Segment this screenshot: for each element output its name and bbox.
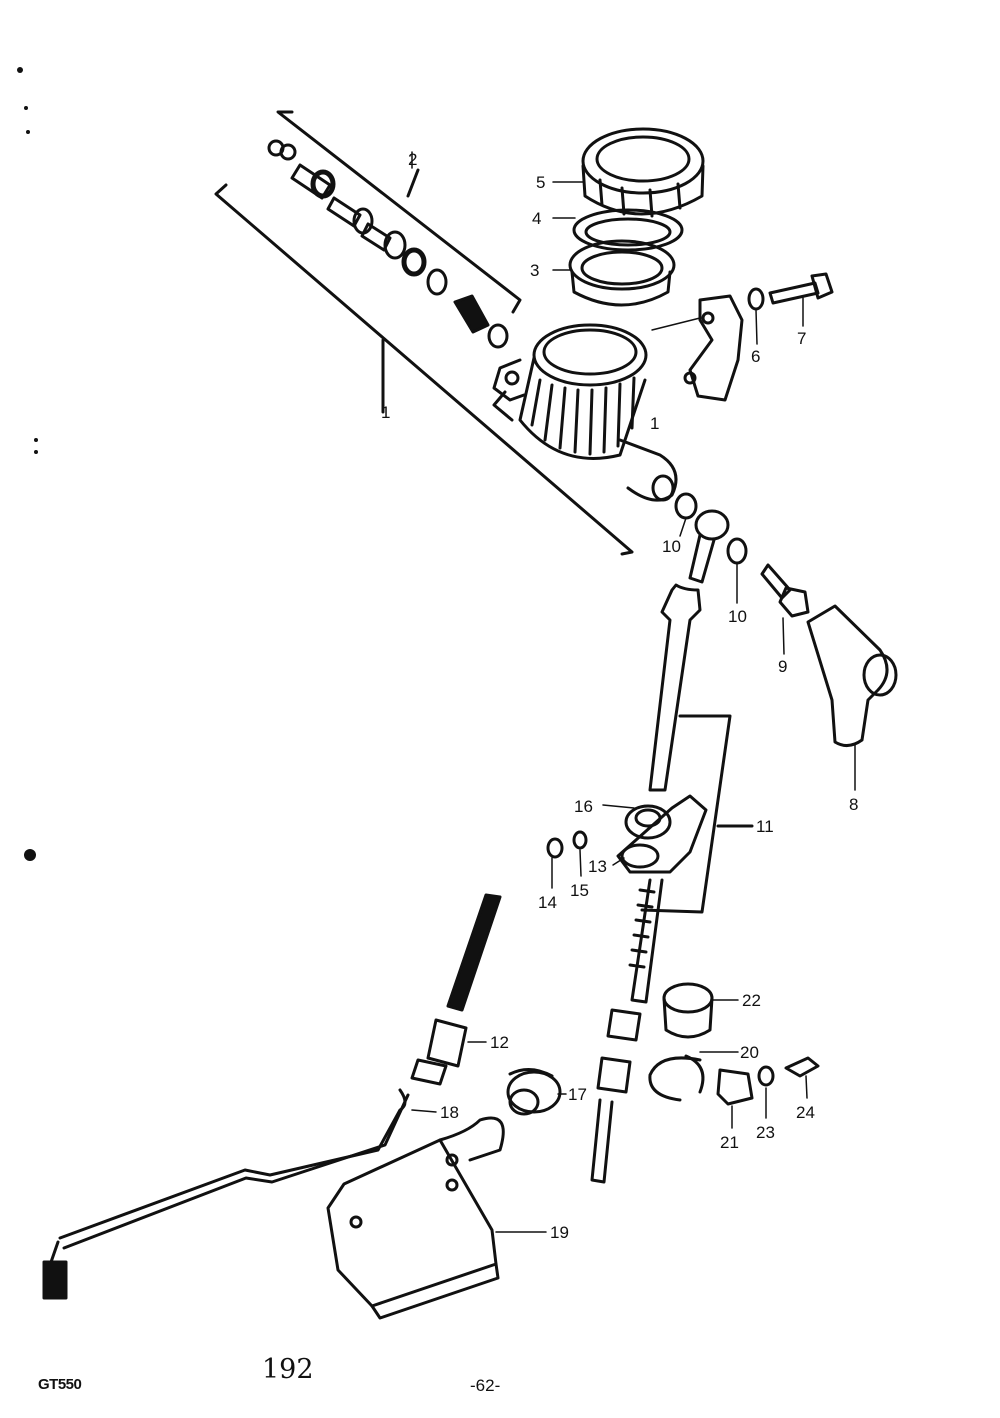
diaphragm-plate bbox=[572, 208, 684, 252]
clamp-washer-small bbox=[757, 1065, 775, 1087]
leader-lines bbox=[411, 151, 856, 1233]
reservoir-cap bbox=[581, 127, 705, 218]
callout-17: 17 bbox=[568, 1085, 587, 1104]
callout-24: 24 bbox=[796, 1103, 815, 1122]
clamp-washer bbox=[747, 287, 765, 311]
callout-16: 16 bbox=[574, 797, 593, 816]
callout-15: 15 bbox=[570, 881, 589, 900]
callout-23: 23 bbox=[756, 1123, 775, 1142]
brake-pipe bbox=[42, 1088, 410, 1300]
callout-9: 9 bbox=[778, 657, 787, 676]
callout-7: 7 bbox=[797, 329, 806, 348]
callout-1-cylinder: 1 bbox=[650, 414, 659, 433]
cushion bbox=[662, 982, 714, 1039]
callout-2: 2 bbox=[408, 150, 417, 169]
union-bolt bbox=[760, 563, 810, 618]
callout-4: 4 bbox=[532, 209, 541, 228]
hose-clamp bbox=[648, 1054, 705, 1102]
callout-1-bracket: 1 bbox=[381, 403, 390, 422]
callout-11: 11 bbox=[756, 817, 774, 836]
callout-12: 12 bbox=[490, 1033, 509, 1052]
callout-8: 8 bbox=[849, 795, 858, 814]
union-cap bbox=[806, 604, 898, 747]
callout-21: 21 bbox=[720, 1133, 739, 1152]
clamp-screw bbox=[784, 1056, 820, 1078]
callout-6: 6 bbox=[751, 347, 760, 366]
callout-10-upper: 10 bbox=[662, 537, 681, 556]
diaphragm bbox=[568, 239, 676, 307]
grommet bbox=[506, 1068, 562, 1116]
callout-18: 18 bbox=[440, 1103, 459, 1122]
lower-hose bbox=[410, 893, 502, 1086]
callout-22: 22 bbox=[742, 991, 761, 1010]
callout-14: 14 bbox=[538, 893, 557, 912]
hose-assembly-bracket bbox=[640, 714, 754, 914]
piston-kit-bracket bbox=[276, 110, 522, 314]
callout-labels: 1 1 2 3 4 5 6 7 8 9 10 10 11 12 13 14 15… bbox=[381, 150, 858, 1242]
banjo-union bbox=[688, 509, 730, 584]
model-code: GT550 bbox=[38, 1376, 82, 1393]
callout-13: 13 bbox=[588, 857, 607, 876]
clamp-block bbox=[716, 1068, 754, 1106]
piston-kit-parts bbox=[267, 139, 509, 349]
handlebar-clamp bbox=[683, 294, 744, 402]
hose-bracket bbox=[546, 794, 708, 874]
scan-specks bbox=[17, 67, 38, 861]
callout-10-lower: 10 bbox=[728, 607, 747, 626]
callout-5: 5 bbox=[536, 173, 545, 192]
master-cylinder-body bbox=[492, 323, 678, 502]
master-cylinder-assembly-bracket bbox=[214, 183, 634, 556]
sub-page-number: -62- bbox=[470, 1376, 501, 1395]
callout-19: 19 bbox=[550, 1223, 569, 1242]
callout-3: 3 bbox=[530, 261, 539, 280]
brake-hose bbox=[590, 583, 702, 1184]
pipe-mounting-bracket bbox=[326, 1116, 505, 1320]
clamp-bolt bbox=[768, 272, 834, 305]
page-number: 192 bbox=[262, 1354, 314, 1385]
callout-20: 20 bbox=[740, 1043, 759, 1062]
